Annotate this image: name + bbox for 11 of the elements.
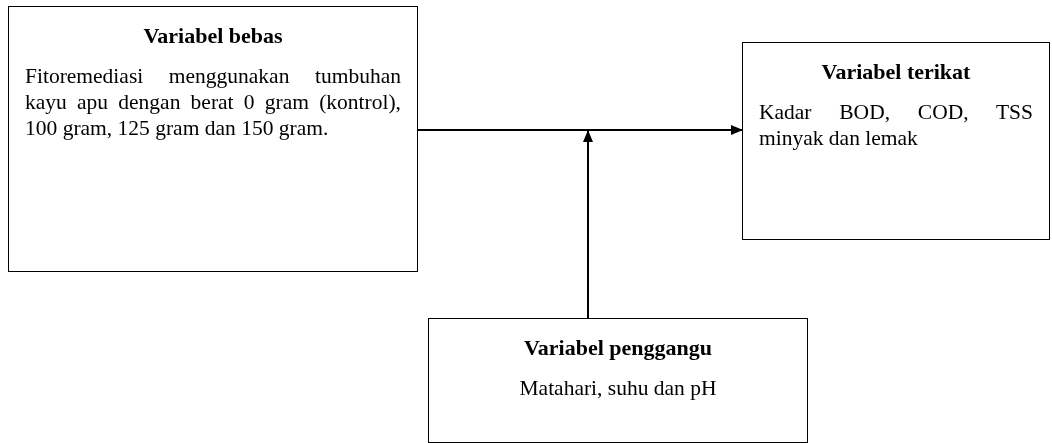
variable-box — [428, 318, 808, 443]
box-heading: Variabel bebas — [142, 23, 284, 49]
variable-box — [742, 42, 1050, 240]
box-heading: Variabel terikat — [820, 59, 972, 85]
variable-box — [8, 6, 418, 272]
box-heading: Variabel penggangu — [522, 335, 714, 361]
box-text: Fitoremediasi menggunakan tumbuhan kayu apu dengan berat 0 gram (kontrol), 100 gram, 125 gram dan 150 gram. — [25, 63, 401, 141]
box-text: Matahari, suhu dan pH — [518, 375, 718, 401]
arrow — [417, 125, 743, 135]
box-text: Kadar BOD, COD, TSS minyak dan lemak — [759, 99, 1033, 151]
arrow — [583, 130, 593, 319]
